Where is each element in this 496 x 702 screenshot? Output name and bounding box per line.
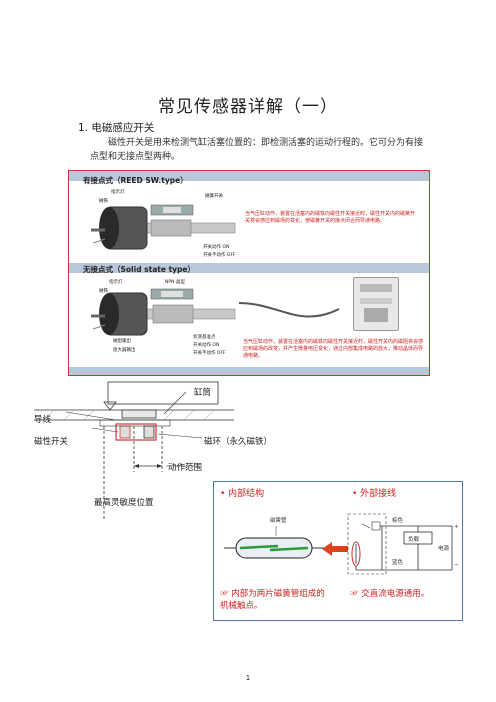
solid-heading: 无接点式（Solid state type） <box>83 265 195 274</box>
figure-band-middle <box>69 263 429 273</box>
reed-label-on: 开关动作 ON <box>203 245 230 250</box>
wiring-diagram <box>347 513 453 575</box>
label-sensitive-position: 最高灵敏度位置 <box>94 498 154 508</box>
plus-label: + <box>454 524 459 530</box>
reed-label-reed-switch: 磁簧开关 <box>205 194 223 199</box>
reed-tube-illustration <box>224 526 324 559</box>
label-magnet-ring: 磁环（永久磁铁） <box>204 437 273 447</box>
label-wire: 导线 <box>34 415 52 425</box>
section-title: 电磁感应开关 <box>91 122 155 134</box>
figure-internal-external: • 内部结构 • 外部接线 磁簧管 棕色 蓝色 负载 电源 + − ☞ 内部为两… <box>213 481 463 621</box>
sensor-cable-illustration <box>239 302 340 318</box>
solid-label-magnet: 磁铁 <box>99 289 108 294</box>
solid-label-npn: NPN 晶型 <box>165 280 185 285</box>
figure-band-top <box>69 171 429 181</box>
arrow-left-icon <box>322 542 348 556</box>
reed-tube-label: 磁簧管 <box>270 518 287 524</box>
intro-paragraph: 磁性开关是用来检测气缸活塞位置的：即检测活塞的运动行程的。它可分为有接点型和无接… <box>90 138 424 162</box>
minus-label: − <box>454 562 459 568</box>
page-number: 1 <box>245 674 251 682</box>
solid-label-on: 开关动作 ON <box>193 343 220 348</box>
label-cylinder: 缸筒 <box>194 388 212 398</box>
switch-mount-diagram <box>34 381 234 520</box>
note-internal: ☞ 内部为两片磁簧管组成的机械触点。 <box>220 589 325 611</box>
solid-cylinder-illustration <box>91 288 236 336</box>
page-title: 常见传感器详解（一） <box>158 97 338 117</box>
label-magnetic-switch: 磁性开关 <box>34 437 69 447</box>
label-action-range: 动作范围 <box>168 463 203 473</box>
sensor-module-box <box>353 277 399 331</box>
reed-heading: 有接点式（REED SW.type） <box>83 176 188 185</box>
solid-label-field-output: 磁阻输出 <box>113 339 131 344</box>
reed-label-magnet: 磁铁 <box>99 199 108 204</box>
power-label: 电源 <box>438 546 450 552</box>
solid-label-detect-point: 侦测基准点 <box>193 335 216 340</box>
figure-band-bottom <box>69 367 429 375</box>
solid-label-amp-output: 放大器输出 <box>113 348 136 353</box>
external-wiring-title: • 外部接线 <box>352 489 397 499</box>
figure-magnetic-switch-diagram: 导线 缸筒 磁性开关 磁环（永久磁铁） 动作范围 最高灵敏度位置 <box>34 380 272 530</box>
section-heading: 1. 电磁感应开关 <box>78 120 154 135</box>
reed-description: 当气压缸动作，装置在活塞内的磁铁向磁性开关接近时，磁性开关内的磁簧开关将会感应到… <box>245 211 416 224</box>
internal-structure-title: • 内部结构 <box>220 489 265 499</box>
solid-description: 当气压缸动作，装置在活塞内的磁铁向磁性开关接近时，磁性开关内的磁阻将会感应到磁场… <box>243 339 424 359</box>
note-external: ☞ 交直流电源通用。 <box>350 589 430 599</box>
solid-label-indicator: 指示灯 <box>109 280 123 285</box>
wire-brown-label: 棕色 <box>392 518 404 524</box>
figure-switch-types: 有接点式（REED SW.type） 无接点式（Solid state type… <box>68 170 430 376</box>
solid-label-off: 开关不动作 OFF <box>193 351 226 356</box>
load-label: 负载 <box>408 537 420 543</box>
wire-blue-label: 蓝色 <box>392 560 404 566</box>
section-number: 1. <box>78 122 89 134</box>
reed-label-indicator: 指示灯 <box>111 190 125 195</box>
reed-label-off: 开关不动作 OFF <box>203 253 236 258</box>
reed-cylinder-illustration <box>91 204 236 250</box>
